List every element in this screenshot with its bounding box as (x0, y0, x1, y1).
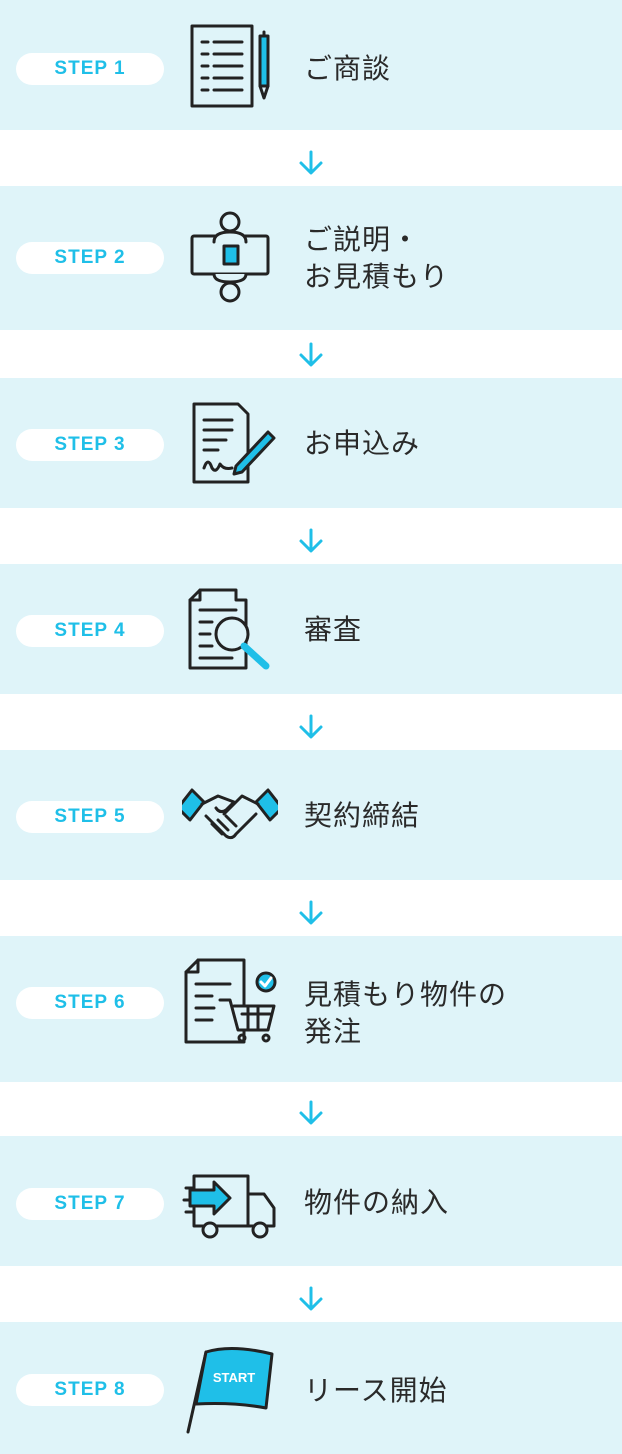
step-3: STEP 3 お申込み (0, 378, 622, 508)
step-title: 見積もり物件の 発注 (304, 976, 507, 1050)
step-title: 契約締結 (304, 797, 420, 834)
document-search-icon (182, 582, 278, 678)
title-line: ご商談 (304, 52, 392, 85)
delivery-truck-icon (182, 1154, 278, 1250)
title-line: リース開始 (304, 1374, 448, 1407)
start-flag-icon: START (182, 1342, 278, 1438)
title-line: 物件の納入 (304, 1186, 450, 1219)
step-badge: STEP 5 (16, 801, 164, 833)
title-line: 見積もり物件の (304, 978, 508, 1011)
title-line: お見積もり (304, 260, 450, 293)
document-pen-icon (182, 22, 278, 118)
step-title: 審査 (304, 611, 362, 648)
title-line: 審査 (304, 613, 363, 646)
step-7: STEP 7 物件の納入 (0, 1136, 622, 1266)
arrow-down-icon (299, 714, 323, 739)
step-badge: STEP 7 (16, 1188, 164, 1220)
arrow-down-icon (299, 342, 323, 367)
arrow-down-icon (299, 150, 323, 175)
step-title: ご説明・ お見積もり (304, 221, 449, 295)
step-4: STEP 4 審査 (0, 564, 622, 694)
step-5: STEP 5 契約締結 (0, 750, 622, 880)
step-1: STEP 1 ご商談 (0, 0, 622, 130)
step-badge: STEP 6 (16, 987, 164, 1019)
step-title: リース開始 (304, 1372, 448, 1409)
step-title: 物件の納入 (304, 1184, 449, 1221)
step-badge: STEP 1 (16, 53, 164, 85)
step-badge: STEP 4 (16, 615, 164, 647)
step-2: STEP 2 ご説明・ お見積もり (0, 186, 622, 330)
step-badge: STEP 3 (16, 429, 164, 461)
arrow-down-icon (299, 900, 323, 925)
step-8: STEP 8 START リース開始 (0, 1322, 622, 1454)
title-line: お申込み (304, 427, 421, 460)
document-cart-icon (182, 956, 278, 1052)
arrow-down-icon (299, 1286, 323, 1311)
step-title: ご商談 (304, 50, 391, 87)
handshake-icon (176, 768, 284, 864)
arrow-down-icon (299, 528, 323, 553)
arrow-down-icon (299, 1100, 323, 1125)
step-title: お申込み (304, 425, 420, 462)
title-line: 発注 (304, 1015, 363, 1048)
step-6: STEP 6 見積もり物件の 発注 (0, 936, 622, 1082)
title-line: 契約締結 (304, 799, 421, 832)
flag-label: START (213, 1370, 255, 1385)
title-line: ご説明・ (304, 223, 421, 256)
step-badge: STEP 2 (16, 242, 164, 274)
signature-pen-icon (182, 396, 278, 492)
meeting-table-icon (182, 208, 278, 304)
step-badge: STEP 8 (16, 1374, 164, 1406)
